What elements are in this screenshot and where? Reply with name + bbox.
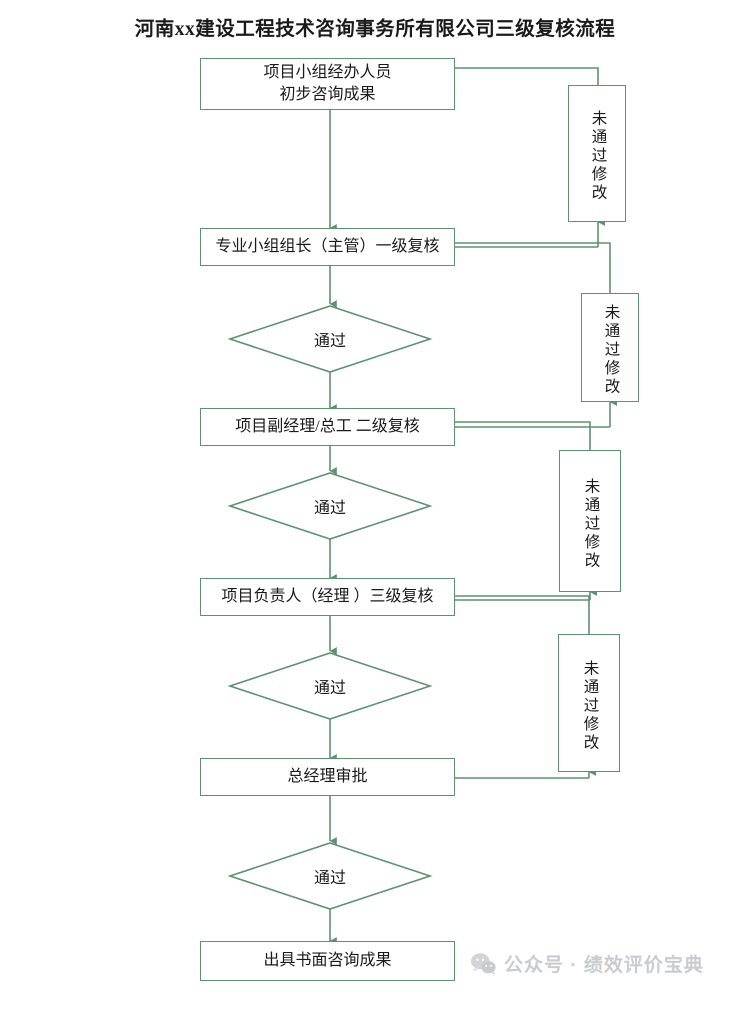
process-box-level2-review: 项目副经理/总工 二级复核 bbox=[200, 408, 455, 446]
reject-box-4-label: 未通过修改 bbox=[581, 659, 599, 753]
wechat-icon bbox=[470, 952, 496, 975]
process-box-level1-review-label: 专业小组组长（主管）一级复核 bbox=[215, 238, 440, 256]
process-box-level2-review-label: 项目副经理/总工 二级复核 bbox=[235, 418, 420, 436]
process-box-level3-review: 项目负责人（经理 ）三级复核 bbox=[200, 578, 455, 616]
reject-box-3: 未通过修改 bbox=[559, 450, 621, 592]
process-box-written-result: 出具书面咨询成果 bbox=[200, 941, 455, 981]
process-box-level1-review: 专业小组组长（主管）一级复核 bbox=[200, 228, 455, 266]
process-box-written-result-label: 出具书面咨询成果 bbox=[263, 952, 392, 970]
reject-box-3-label: 未通过修改 bbox=[582, 477, 600, 571]
process-box-initial-result: 项目小组经办人员 初步咨询成果 bbox=[200, 58, 455, 110]
watermark: 公众号 · 绩效评价宝典 bbox=[470, 950, 704, 977]
decision-label-3: 通过 bbox=[313, 680, 346, 697]
decision-label-2: 通过 bbox=[313, 500, 346, 517]
process-box-initial-result-label: 项目小组经办人员 初步咨询成果 bbox=[263, 64, 392, 103]
decision-label-1: 通过 bbox=[313, 333, 346, 350]
page-title: 河南xx建设工程技术咨询事务所有限公司三级复核流程 bbox=[134, 19, 616, 40]
reject-box-2-label: 未通过修改 bbox=[602, 304, 620, 397]
reject-box-4: 未通过修改 bbox=[558, 634, 620, 772]
reject-box-1: 未通过修改 bbox=[568, 85, 626, 222]
reject-box-1-label: 未通过修改 bbox=[589, 110, 607, 203]
process-box-gm-approval: 总经理审批 bbox=[200, 758, 455, 796]
watermark-text: 公众号 · 绩效评价宝典 bbox=[504, 955, 704, 976]
process-box-gm-approval-label: 总经理审批 bbox=[287, 768, 368, 786]
reject-box-2: 未通过修改 bbox=[581, 293, 639, 402]
decision-label-4: 通过 bbox=[313, 870, 346, 887]
process-box-level3-review-label: 项目负责人（经理 ）三级复核 bbox=[221, 588, 434, 606]
